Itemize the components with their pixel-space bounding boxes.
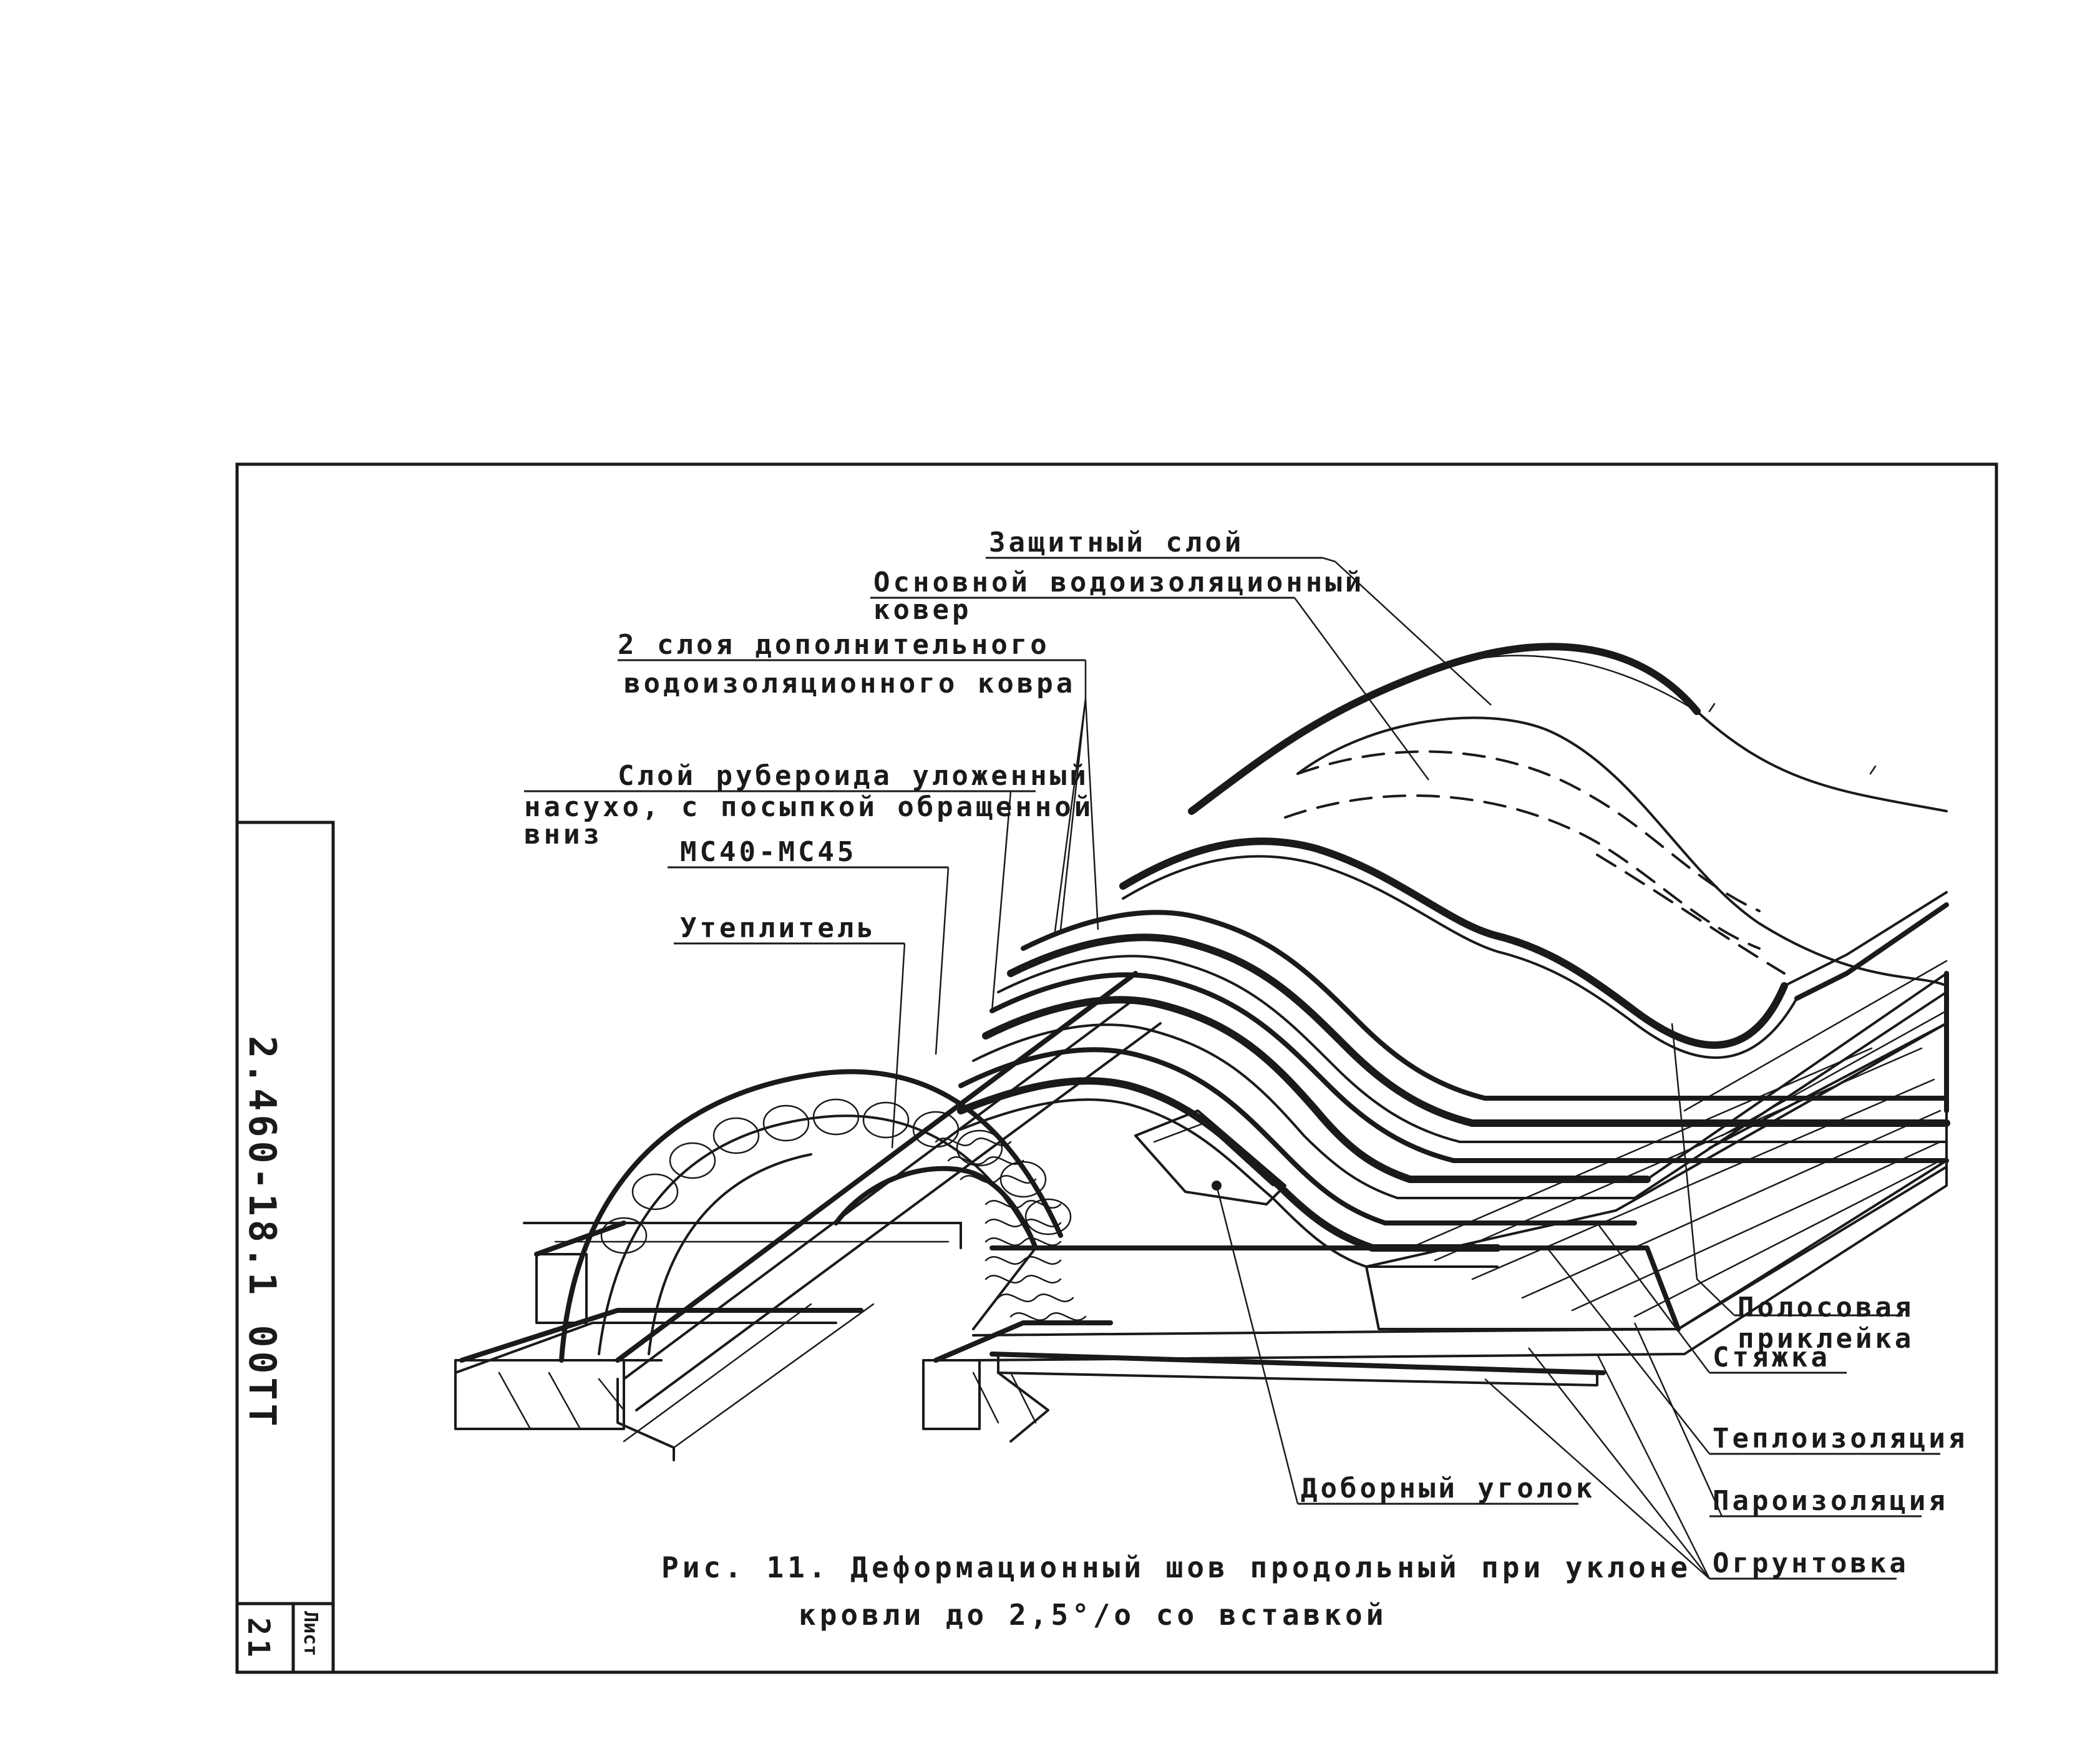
label-ruberoid-cont2: вниз: [524, 819, 603, 850]
caption-line-1: Рис. 11. Деформационный шов продольный п…: [661, 1551, 1691, 1584]
drawing-code: 2.460-18.1 00ТТ: [240, 1036, 284, 1430]
label-thermal-insulation: Теплоизоляция: [1713, 1423, 1968, 1454]
label-additional-layers: 2 слоя дополнительного: [618, 629, 1050, 661]
label-ruberoid: Слой рубероида уложенный: [618, 760, 1089, 792]
label-insulant: Утеплитель: [680, 912, 877, 944]
label-corner-piece: Доборный уголок: [1301, 1473, 1595, 1504]
sheet-number: 21: [241, 1617, 276, 1661]
label-main-waterproofing-cont: ковер: [873, 594, 971, 626]
label-primer: Огрунтовка: [1713, 1547, 1909, 1579]
label-main-waterproofing: Основной водоизоляционный: [873, 567, 1364, 598]
label-ruberoid-cont: насухо, с посыпкой обращенной: [524, 791, 1094, 823]
label-strip-gluing: Полосовая: [1738, 1292, 1914, 1323]
caption-line-2: кровли до 2,5°/о со вставкой: [799, 1598, 1387, 1632]
leader-lines: [524, 557, 1940, 1580]
drawing-frame: [235, 462, 1998, 1674]
layer-labels: Защитный слой Основной водоизоляционный …: [524, 527, 1968, 1579]
label-vapor-barrier: Пароизоляция: [1713, 1485, 1948, 1517]
sheet-label: Лист: [299, 1611, 321, 1656]
label-additional-layers-cont: водоизоляционного ковра: [624, 668, 1076, 699]
label-strip-gluing-cont: приклейка: [1738, 1323, 1914, 1355]
label-brand: МС40-МС45: [680, 836, 857, 868]
roof-joint-illustration: [454, 643, 1950, 1461]
figure-caption: Рис. 11. Деформационный шов продольный п…: [661, 1551, 1691, 1632]
label-screed: Стяжка: [1713, 1342, 1830, 1373]
label-protective-layer: Защитный слой: [989, 527, 1244, 558]
